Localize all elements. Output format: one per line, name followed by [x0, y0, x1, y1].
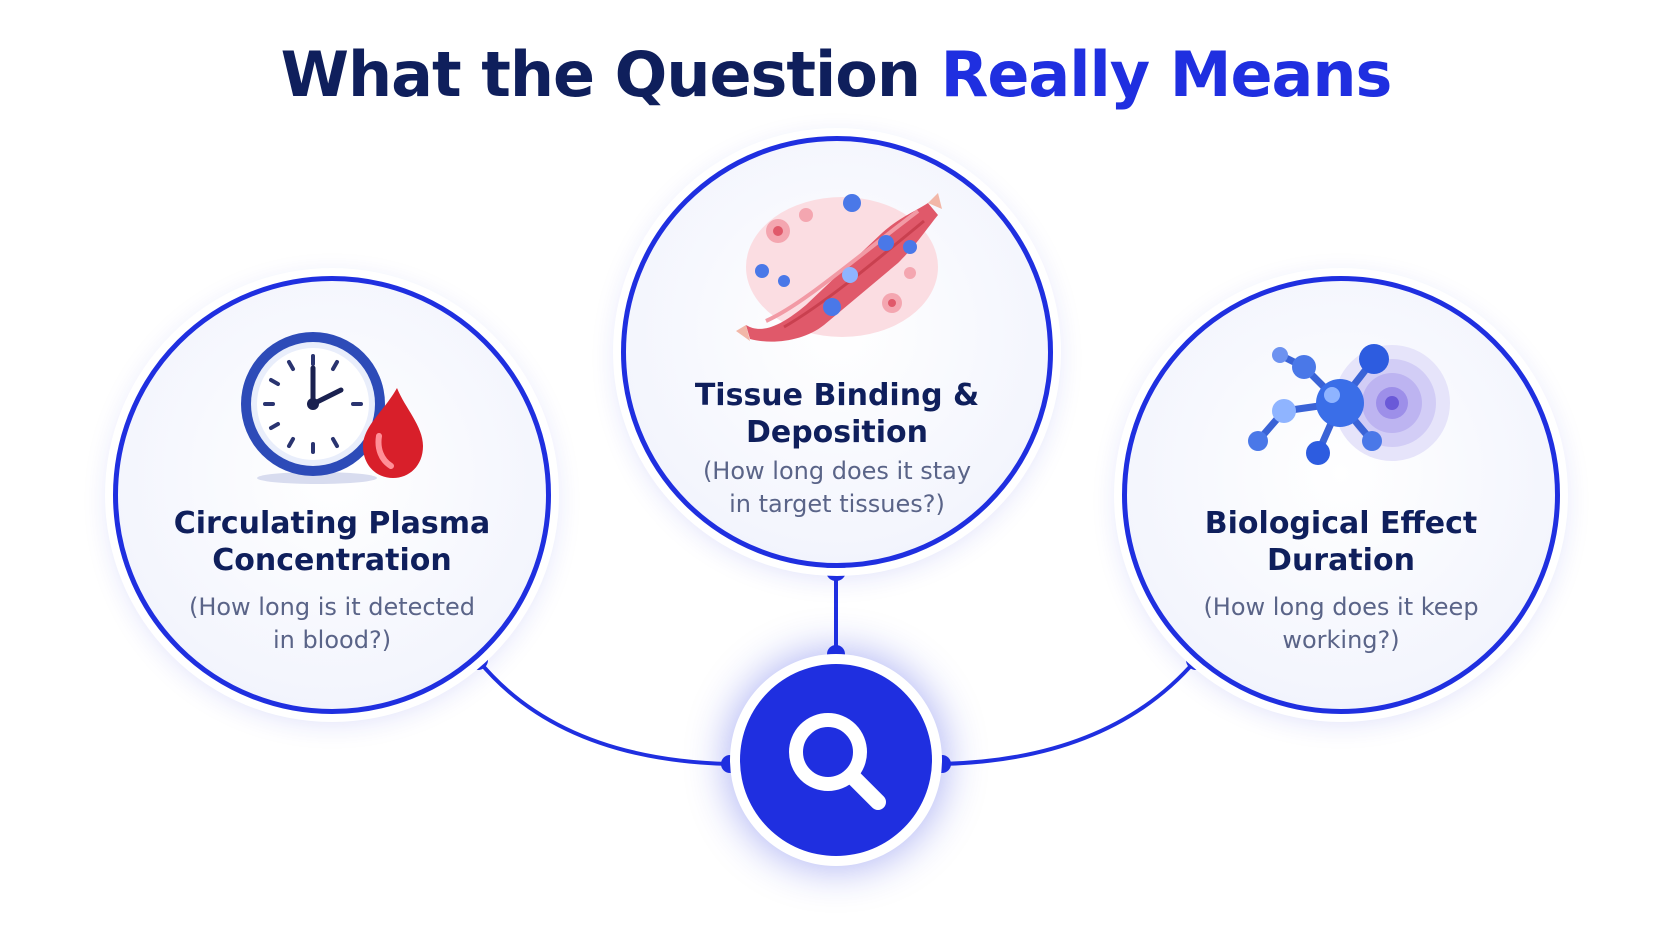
connector-dot: [721, 755, 739, 773]
connector-left: [476, 658, 731, 766]
title-main: What the Question: [280, 38, 921, 111]
magnifier-icon: [789, 713, 886, 810]
connector-dot: [827, 645, 845, 663]
connector-dot: [933, 755, 951, 773]
muscle-tissue-icon: [736, 193, 942, 342]
molecule-target-icon: [1248, 344, 1450, 465]
title-accent: Really Means: [940, 38, 1393, 111]
node-heading: Tissue Binding &Deposition: [694, 378, 980, 450]
node-tissue-binding: Tissue Binding &Deposition (How long doe…: [621, 136, 1053, 568]
page-title: What the Question Really Means: [0, 38, 1672, 111]
connector-right: [941, 658, 1198, 766]
clock-blood-drop-icon: [241, 332, 423, 484]
hub-circle: [740, 664, 932, 856]
